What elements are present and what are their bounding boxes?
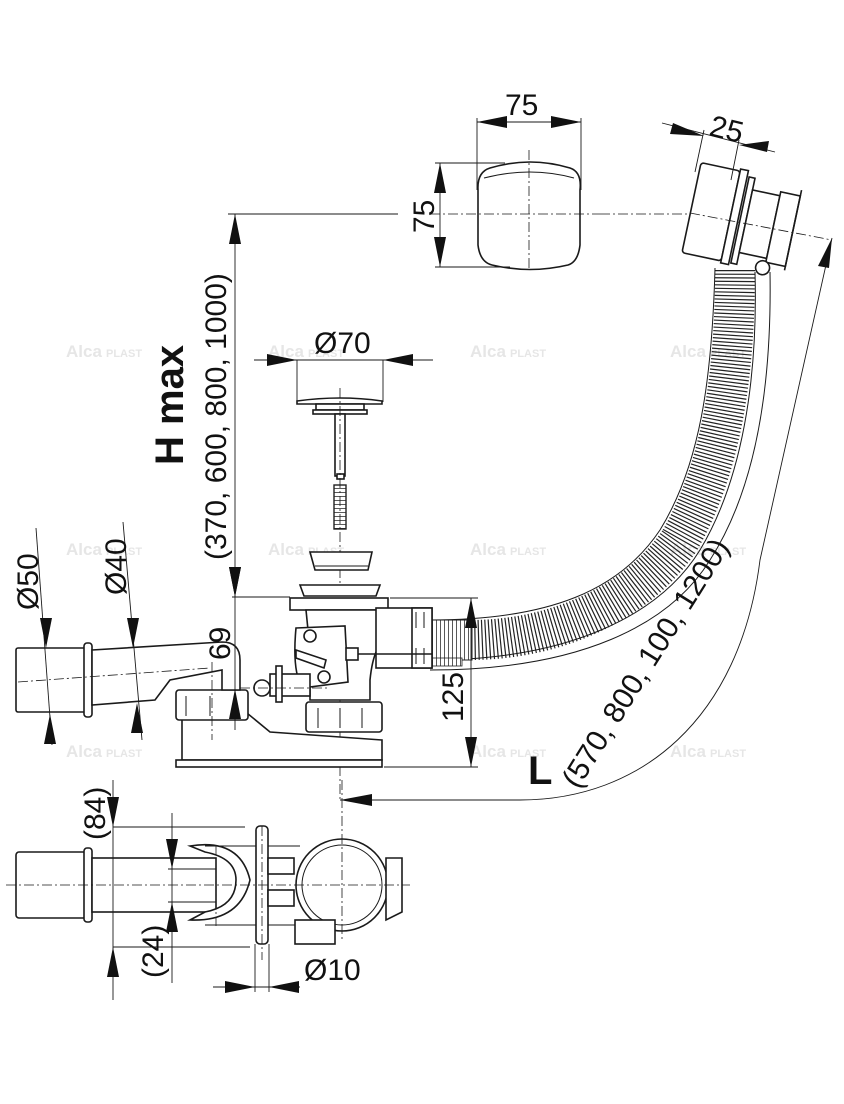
dim-label-plug-diameter: Ø70 — [314, 327, 371, 360]
dim-label-plan-offset-b: (24) — [137, 925, 170, 978]
dim-label-length: L — [528, 749, 552, 793]
svg-text:PLAST: PLAST — [510, 348, 546, 360]
dim-label-cable-diameter: Ø10 — [304, 954, 361, 987]
svg-text:Alca: Alca — [470, 540, 506, 559]
dim-outlet-inner: Ø40 — [100, 521, 143, 741]
dim-label-outlet-height: 69 — [204, 627, 237, 660]
dim-label-overflow-width: 75 — [505, 89, 538, 122]
watermark: Alca PLAST — [66, 742, 142, 761]
waste-body — [175, 551, 433, 768]
svg-text:PLAST: PLAST — [106, 348, 142, 360]
svg-text:PLAST: PLAST — [106, 748, 142, 760]
flexible-hose — [429, 267, 771, 671]
svg-text:PLAST: PLAST — [710, 546, 746, 558]
dim-overflow-height: 75 — [408, 162, 510, 268]
svg-text:Alca: Alca — [66, 540, 102, 559]
overflow-cover-front — [430, 150, 600, 271]
svg-text:Alca: Alca — [670, 342, 706, 361]
dim-overflow-width: 75 — [476, 89, 582, 190]
watermark: Alca PLAST — [670, 742, 746, 761]
overflow-side-view — [681, 162, 803, 276]
watermark: Alca PLAST — [66, 540, 142, 559]
dim-plug-diameter: Ø70 — [254, 327, 433, 402]
watermark: Alca PLAST — [470, 742, 546, 761]
dim-label-overflow-height: 75 — [408, 200, 441, 233]
outlet-pipe — [15, 641, 241, 740]
svg-text:Alca: Alca — [670, 742, 706, 761]
dim-label-length-values: (570, 800, 100, 1200) — [556, 533, 736, 794]
plan-view — [6, 780, 410, 960]
svg-text:Alca: Alca — [268, 540, 304, 559]
svg-text:Alca: Alca — [470, 342, 506, 361]
watermark: Alca PLAST — [66, 342, 142, 361]
dim-h-max: H max (370, 600, 800, 1000) — [148, 213, 398, 597]
dim-label-h-max: H max — [148, 345, 192, 465]
svg-text:PLAST: PLAST — [510, 546, 546, 558]
dim-label-plan-offset-a: (84) — [79, 787, 112, 840]
dim-label-body-height: 125 — [437, 672, 470, 722]
dim-length: L (570, 800, 100, 1200) — [340, 237, 833, 806]
dim-cable-diameter: Ø10 — [213, 944, 361, 993]
dim-label-overflow-depth: 25 — [706, 110, 746, 150]
dim-outlet-outer: Ø50 — [12, 527, 56, 746]
svg-text:PLAST: PLAST — [106, 546, 142, 558]
dim-body-height: 125 — [384, 597, 478, 768]
svg-text:PLAST: PLAST — [308, 348, 344, 360]
dim-label-outlet-outer: Ø50 — [12, 553, 45, 610]
dim-plan-offset-24: (24) — [137, 813, 216, 983]
dim-plan-offset-84: (84) — [79, 780, 250, 1000]
svg-text:Alca: Alca — [66, 342, 102, 361]
watermark: Alca PLAST — [470, 342, 546, 361]
svg-text:Alca: Alca — [66, 742, 102, 761]
svg-text:PLAST: PLAST — [510, 748, 546, 760]
dim-label-h-max-values: (370, 600, 800, 1000) — [200, 273, 233, 560]
dim-overflow-depth: 25 — [661, 110, 776, 181]
svg-text:PLAST: PLAST — [710, 748, 746, 760]
svg-text:Alca: Alca — [470, 742, 506, 761]
watermark: Alca PLAST — [470, 540, 546, 559]
dim-label-outlet-inner: Ø40 — [100, 538, 133, 595]
